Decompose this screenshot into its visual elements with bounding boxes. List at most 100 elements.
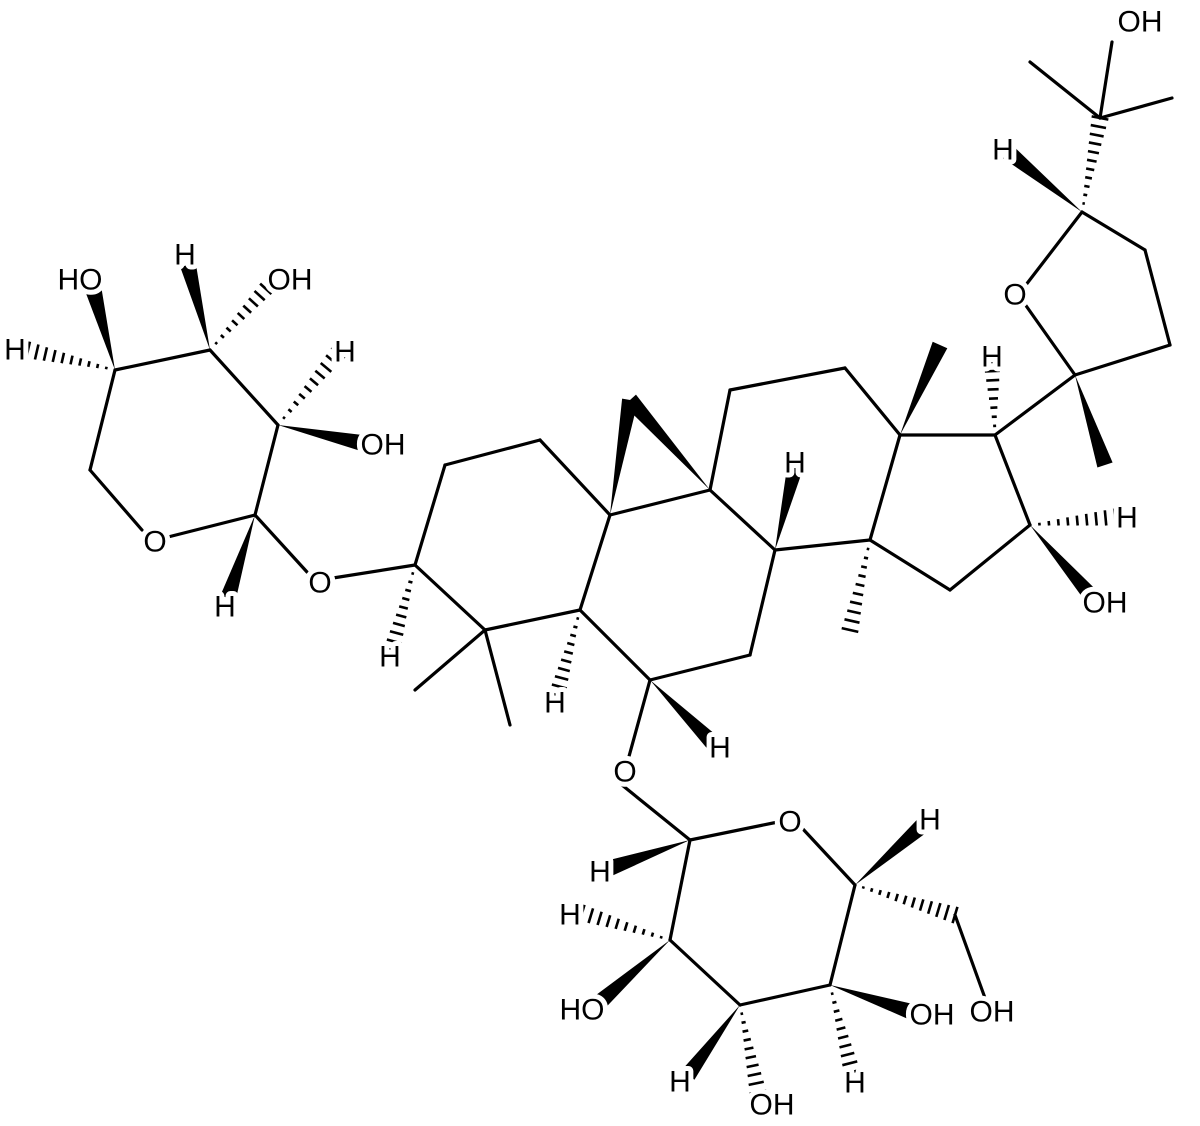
single-bond: [738, 983, 832, 1007]
wedge-bond: [86, 289, 115, 370]
single-bond: [538, 438, 612, 517]
wedge-bond: [220, 515, 255, 601]
atom-label: HO: [560, 994, 605, 1027]
single-bond: [413, 563, 487, 632]
hashed-bond: [1038, 508, 1118, 526]
atom-label: H: [589, 856, 611, 889]
wedge-bond: [180, 262, 210, 350]
single-bond: [953, 913, 987, 1000]
atom-label: OH: [910, 999, 955, 1032]
atom-label: OH: [1118, 6, 1163, 39]
atom-label: H: [1116, 502, 1138, 535]
atom-label: H: [844, 1067, 866, 1100]
single-bond: [1073, 343, 1172, 377]
single-bond: [331, 563, 417, 580]
wedge-bond: [830, 985, 915, 1020]
hashed-bond: [548, 616, 580, 699]
single-bond: [800, 826, 857, 887]
hashed-bond: [830, 992, 861, 1076]
atom-label: H: [669, 1066, 691, 1099]
single-bond: [578, 513, 612, 612]
single-bond: [626, 678, 652, 762]
atom-label: H: [919, 804, 941, 837]
atom-label: OH: [1083, 587, 1128, 620]
hashed-bond: [861, 886, 959, 924]
hashed-bond: [1082, 115, 1109, 205]
atom-label: OH: [970, 996, 1015, 1029]
wedge-bond: [1075, 375, 1113, 468]
single-bond: [1098, 40, 1114, 120]
wedge-bond: [594, 940, 670, 1008]
single-bond: [1098, 96, 1174, 120]
single-bond: [868, 433, 902, 542]
atom-label: OH: [268, 264, 313, 297]
wedge-bond: [278, 425, 364, 451]
single-bond: [843, 366, 902, 437]
atom-label: O: [143, 526, 166, 559]
wedge-bond: [900, 341, 948, 435]
bonds: [24, 40, 1174, 1095]
atom-label: HO: [58, 264, 103, 297]
atom-label: O: [1003, 279, 1026, 312]
atom-label: H: [334, 336, 356, 369]
wedge-bond: [610, 398, 638, 515]
single-bond: [620, 783, 692, 842]
single-bond: [728, 366, 847, 392]
single-bond: [113, 348, 212, 372]
single-bond: [166, 513, 257, 539]
single-bond: [483, 628, 512, 727]
atom-label: H: [784, 447, 806, 480]
single-bond: [993, 373, 1077, 437]
single-bond: [208, 348, 280, 427]
hashed-bond: [24, 341, 108, 370]
atom-label: H: [981, 341, 1003, 374]
wedge-bond: [681, 1005, 740, 1080]
single-bond: [443, 438, 542, 467]
hashed-bond: [578, 904, 663, 939]
atom-label: H: [544, 687, 566, 720]
single-bond: [1020, 298, 1077, 377]
single-bond: [88, 468, 144, 532]
single-bond: [483, 608, 582, 632]
wedge-bond: [650, 680, 718, 748]
atom-label: H: [992, 134, 1014, 167]
atom-label: H: [4, 334, 26, 367]
single-bond: [413, 628, 487, 692]
single-bond: [748, 548, 777, 657]
single-bond: [1080, 210, 1147, 252]
atom-label: H: [559, 899, 581, 932]
single-bond: [668, 938, 742, 1007]
single-bond: [708, 388, 732, 492]
wedge-bond: [1030, 525, 1099, 603]
single-bond: [253, 423, 280, 517]
single-bond: [88, 368, 117, 472]
single-bond: [688, 820, 780, 842]
wedge-bond: [1002, 145, 1082, 212]
single-bond: [1143, 248, 1172, 347]
single-bond: [828, 883, 857, 987]
hashed-bond: [214, 275, 280, 346]
atom-label: H: [174, 239, 196, 272]
atom-label: O: [778, 806, 801, 839]
atom-label: OH: [361, 429, 406, 462]
single-bond: [608, 488, 712, 517]
wedge-bond: [607, 840, 690, 876]
single-bond: [1028, 60, 1102, 120]
single-bond: [868, 538, 952, 592]
hashed-bond: [841, 547, 870, 634]
single-bond: [578, 608, 652, 682]
wedge-bond: [775, 466, 803, 550]
hashed-bond: [282, 346, 346, 420]
atom-label: H: [379, 641, 401, 674]
hashed-bond: [983, 360, 1001, 428]
single-bond: [708, 488, 777, 552]
hashed-bond: [740, 1012, 767, 1095]
atom-label: O: [308, 567, 331, 600]
single-bond: [413, 463, 447, 567]
single-bond: [773, 538, 872, 552]
single-bond: [668, 838, 692, 942]
atom-label: H: [214, 591, 236, 624]
